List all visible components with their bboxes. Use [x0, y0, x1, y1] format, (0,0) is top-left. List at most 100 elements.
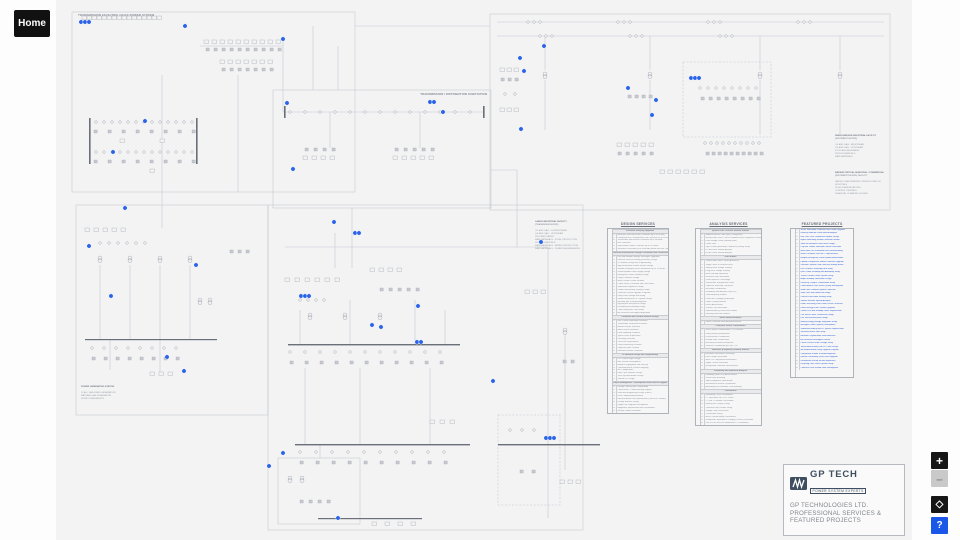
home-button[interactable]: Home	[14, 10, 50, 37]
hotspot-dot[interactable]	[108, 293, 114, 299]
hotspot-dot[interactable]	[142, 118, 148, 124]
hotspot-dot[interactable]	[649, 112, 655, 118]
hotspot-dot[interactable]	[543, 435, 549, 441]
hotspot-dot[interactable]	[521, 68, 527, 74]
hotspot-dot[interactable]	[193, 262, 199, 268]
hotspot-dot[interactable]	[78, 19, 84, 25]
hotspot-dot[interactable]	[547, 435, 553, 441]
hotspot-dot[interactable]	[415, 303, 421, 309]
hotspot-dot[interactable]	[378, 324, 384, 330]
hotspot-dot[interactable]	[427, 99, 433, 105]
hotspot-dot[interactable]	[110, 149, 116, 155]
hotspot-dot[interactable]	[86, 19, 92, 25]
hotspot-dot[interactable]	[440, 109, 446, 115]
hotspot-dot[interactable]	[86, 243, 92, 249]
hotspot-dot[interactable]	[352, 230, 358, 236]
hotspot-dot[interactable]	[335, 515, 341, 521]
hotspot-dot[interactable]	[284, 100, 290, 106]
hotspot-dot[interactable]	[280, 450, 286, 456]
hotspot-dot[interactable]	[280, 36, 286, 42]
hotspot-dot[interactable]	[653, 97, 659, 103]
help-button[interactable]: ?	[931, 517, 948, 534]
hotspot-dot[interactable]	[688, 75, 694, 81]
hotspot-dot[interactable]	[82, 19, 88, 25]
hotspot-dot[interactable]	[518, 126, 524, 132]
hotspot-dot[interactable]	[541, 43, 547, 49]
hotspot-dot[interactable]	[517, 55, 523, 61]
hotspot-dot[interactable]	[290, 166, 296, 172]
hotspot-dot[interactable]	[306, 293, 312, 299]
hotspot-dot[interactable]	[181, 368, 187, 374]
hotspot-dot[interactable]	[298, 293, 304, 299]
label-box	[235, 59, 241, 64]
hotspot-dot[interactable]	[431, 99, 437, 105]
hotspot-dot[interactable]	[356, 230, 362, 236]
hotspot-dot[interactable]	[692, 75, 698, 81]
hotspot-dot[interactable]	[418, 339, 424, 345]
hotspot-dot[interactable]	[696, 75, 702, 81]
hotspot-dot[interactable]	[538, 239, 544, 245]
hotspot-dot[interactable]	[164, 354, 170, 360]
hotspot-dot[interactable]	[369, 322, 375, 328]
zoom-out-button[interactable]: –	[931, 470, 948, 487]
label-box	[259, 59, 265, 64]
fullscreen-button[interactable]: ◇	[931, 496, 948, 513]
transformer-symbol	[157, 258, 163, 263]
hotspot-dot[interactable]	[302, 293, 308, 299]
zoom-in-button[interactable]: +	[931, 452, 948, 469]
hotspot-dot[interactable]	[490, 378, 496, 384]
breaker-symbol	[796, 20, 800, 24]
hotspot-dot[interactable]	[122, 205, 128, 211]
hotspot-dot[interactable]	[414, 339, 420, 345]
hotspot-dot[interactable]	[266, 463, 272, 469]
hotspot-dot[interactable]	[625, 85, 631, 91]
hotspot-dot[interactable]	[551, 435, 557, 441]
hotspot-dot[interactable]	[331, 219, 337, 225]
hotspot-dot[interactable]	[182, 23, 188, 29]
breaker-symbol	[126, 150, 130, 154]
diagram-canvas[interactable]: TRANSMISSION FACILITIES / BULK POWER SYS…	[56, 0, 912, 540]
